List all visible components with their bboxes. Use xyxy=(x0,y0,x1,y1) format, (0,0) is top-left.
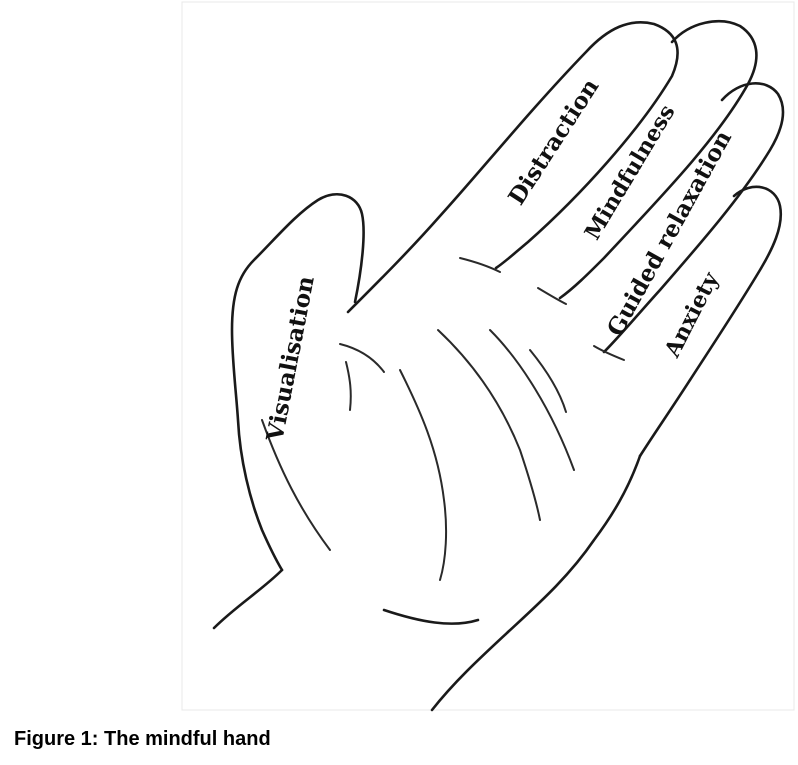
palm-edge-outline xyxy=(430,454,642,712)
finger-base-mark-middle xyxy=(537,287,567,305)
head-line xyxy=(437,329,541,521)
ring-finger-outline xyxy=(602,82,785,354)
finger-base-mark-ring xyxy=(593,345,625,361)
hand-outline xyxy=(212,19,785,712)
finger-base-mark-index xyxy=(459,257,501,273)
thumb-outline xyxy=(230,193,365,572)
mindful-hand-drawing: Visualisation Distraction Mindfulness Gu… xyxy=(181,1,795,712)
figure-caption: Figure 1: The mindful hand xyxy=(14,728,271,750)
thumb-base-crease xyxy=(261,419,331,551)
index-finger-outline xyxy=(346,21,679,314)
wrist-left-outline xyxy=(212,568,284,630)
paper-sheet xyxy=(181,1,795,711)
palm-crease-lower xyxy=(529,349,567,413)
little-finger-outline xyxy=(638,185,783,458)
thumb-web-crease-2 xyxy=(345,361,352,411)
palm-creases xyxy=(261,257,625,581)
wrist-crease xyxy=(382,608,480,625)
life-line xyxy=(399,369,448,581)
thumb-web-crease xyxy=(339,343,385,373)
middle-finger-outline xyxy=(558,19,758,300)
heart-line xyxy=(489,329,575,471)
